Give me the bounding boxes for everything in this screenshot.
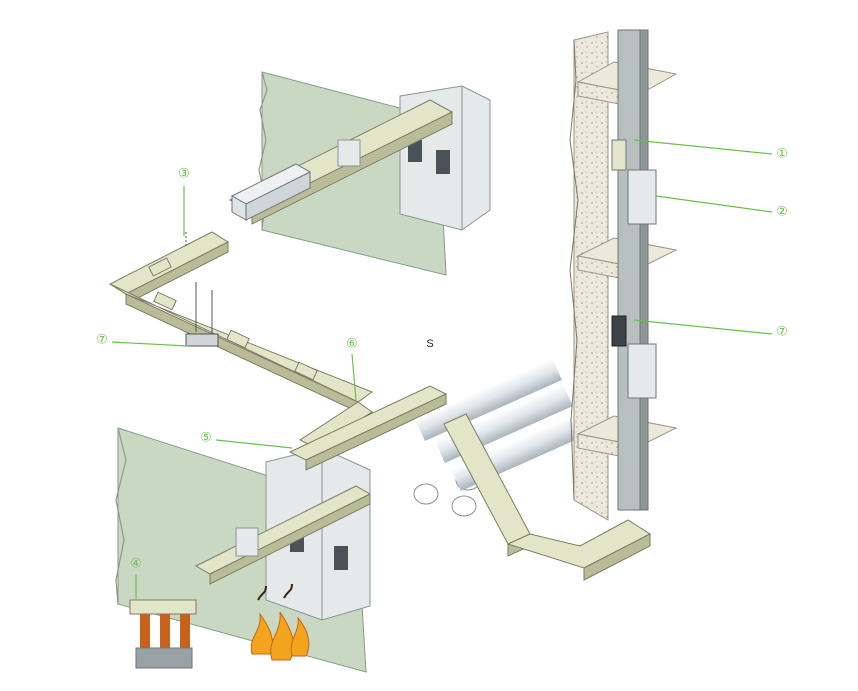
center-label: S — [426, 338, 433, 350]
callout-3: ③ — [178, 167, 190, 182]
callout-1: ① — [776, 147, 788, 162]
tap-off-transformers — [129, 599, 197, 669]
vertical-busway-riser — [611, 29, 657, 511]
callout-6: ⑥ — [346, 337, 358, 352]
loop-joint-blocks — [148, 257, 318, 381]
callout-7-right: ⑦ — [776, 325, 788, 340]
riser-shaft-wall — [569, 31, 609, 521]
busway-over-pipes — [443, 413, 652, 581]
plug-in-unit-upper — [230, 163, 312, 221]
callout-4: ④ — [130, 557, 142, 572]
lower-busway-runs — [194, 385, 448, 585]
upper-switchgear-cabinet — [399, 85, 491, 231]
callout-5: ⑤ — [200, 431, 212, 446]
callout-leaders — [111, 139, 773, 600]
callout-2: ② — [776, 205, 788, 220]
vertical-hanger-supports — [185, 232, 219, 347]
fire-flames — [250, 583, 310, 661]
callout-7-left: ⑦ — [96, 333, 108, 348]
